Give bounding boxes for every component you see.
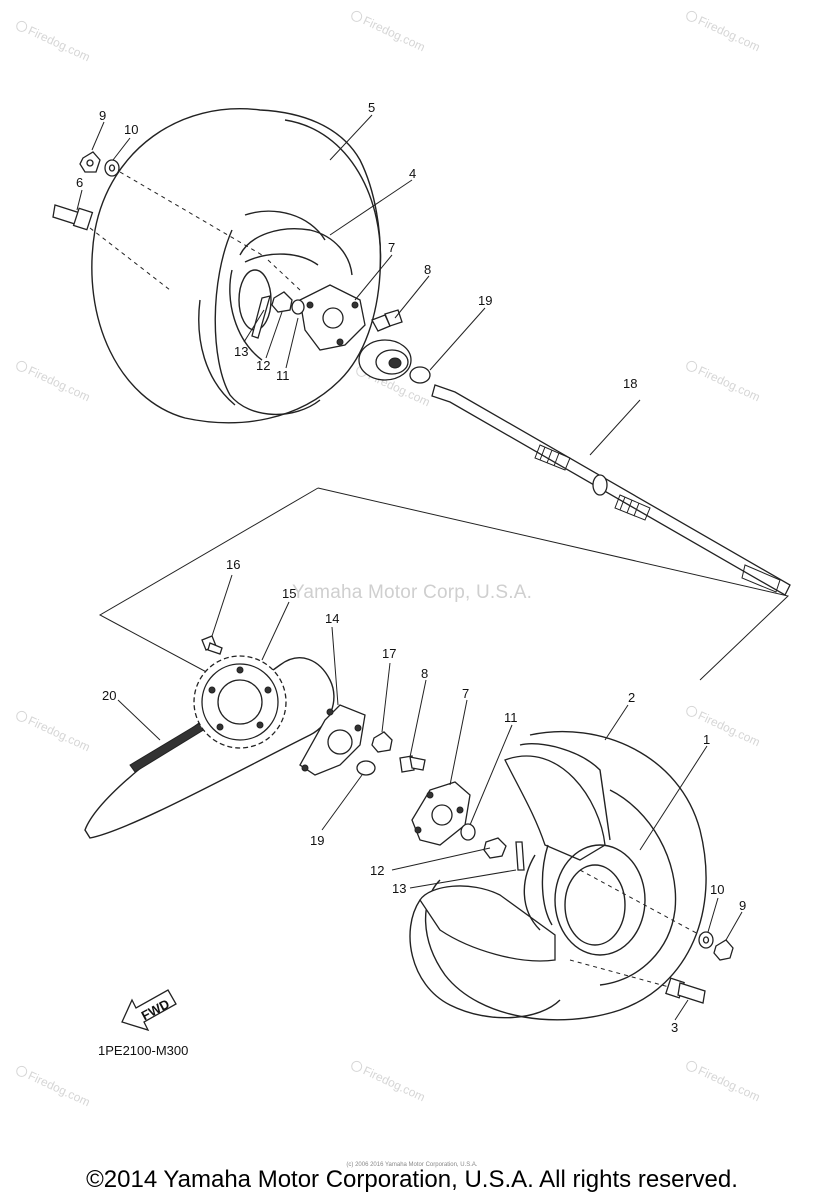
callout-19-top: 19 [478,293,492,308]
o-ring-top [409,366,431,384]
callout-13-top: 13 [234,344,248,359]
watermark-text: Firedog.com [696,1063,762,1104]
callout-17-bottom: 17 [382,646,396,661]
nut-bottom [713,939,734,961]
bolt-bottom [399,755,426,773]
callout-12-top: 12 [256,358,270,373]
sprocket-hub [299,704,366,776]
callouts-top: 9 10 6 5 4 7 8 19 13 12 11 18 [76,100,637,391]
rear-axle [431,384,791,596]
callout-9-top: 9 [99,108,106,123]
o-ring-bottom [356,760,376,776]
watermark-text: Firedog.com [696,363,762,404]
callout-3-bottom: 3 [671,1020,678,1035]
callout-10-top: 10 [124,122,138,137]
cotter-pin-top [251,295,271,339]
callout-8-top: 8 [424,262,431,277]
callout-18-top: 18 [623,376,637,391]
watermark-text: Firedog.com [26,363,92,404]
callout-9-bottom: 9 [739,898,746,913]
wheel-stud-top [52,204,94,231]
bearing-hub-top [358,339,412,381]
fwd-arrow: FWD [121,989,177,1032]
wheel-stud-bottom [665,977,706,1004]
callout-2-bottom: 2 [628,690,635,705]
callout-5-top: 5 [368,100,375,115]
copyright-notice: ©2014 Yamaha Motor Corporation, U.S.A. A… [86,1166,738,1193]
leaders-bottom [117,574,743,1021]
wheel-rim-bottom [419,755,646,962]
callout-15-bottom: 15 [282,586,296,601]
sprocket [193,655,287,749]
callout-13-bottom: 13 [392,881,406,896]
leader-outline [98,487,790,691]
small-copyright: (c) 2006 2016 Yamaha Motor Corporation, … [346,1162,478,1168]
nut-17 [371,731,393,753]
callout-11-bottom: 11 [504,710,518,725]
callout-6-top: 6 [76,175,83,190]
tire-bottom [409,730,707,1021]
diagram-code: 1PE2100-M300 [98,1043,188,1058]
callouts-bottom: 16 15 14 17 8 7 2 1 20 11 19 12 13 10 9 … [102,557,746,1035]
tire-top [91,108,382,424]
hub-bottom [411,781,471,846]
washer-top [104,159,120,177]
castle-nut-top [271,291,293,313]
callout-19-bottom: 19 [310,833,324,848]
leaders-top [76,114,486,371]
watermark-text: Firedog.com [26,1068,92,1109]
watermark-text: Firedog.com [361,1063,427,1104]
washer-bottom [698,931,714,949]
callout-16-bottom: 16 [226,557,240,572]
corp-watermark: Yamaha Motor Corp, U.S.A. [291,582,533,603]
callout-20-bottom: 20 [102,688,116,703]
bolt-top [371,309,403,332]
watermark-text: Firedog.com [26,713,92,754]
hub-top [299,284,366,351]
watermark-text: Firedog.com [696,13,762,54]
cotter-pin-bottom [515,841,525,871]
callout-10-bottom: 10 [710,882,724,897]
firedog-watermarks: Firedog.com Firedog.com Firedog.com Fire… [16,10,762,1109]
callout-7-bottom: 7 [462,686,469,701]
sprocket-bolt [201,635,223,655]
watermark-text: Firedog.com [361,13,427,54]
washer-11-bottom [460,823,476,841]
watermark-text: Firedog.com [26,23,92,64]
callout-4-top: 4 [409,166,416,181]
callout-8-bottom: 8 [421,666,428,681]
callout-1-bottom: 1 [703,732,710,747]
callout-7-top: 7 [388,240,395,255]
nut-top [79,151,101,173]
callout-14-bottom: 14 [325,611,339,626]
fwd-label: FWD [139,996,172,1023]
castle-nut-bottom [483,837,507,859]
callout-12-bottom: 12 [370,863,384,878]
callout-11-top: 11 [276,368,290,383]
washer-11-top [291,299,305,315]
